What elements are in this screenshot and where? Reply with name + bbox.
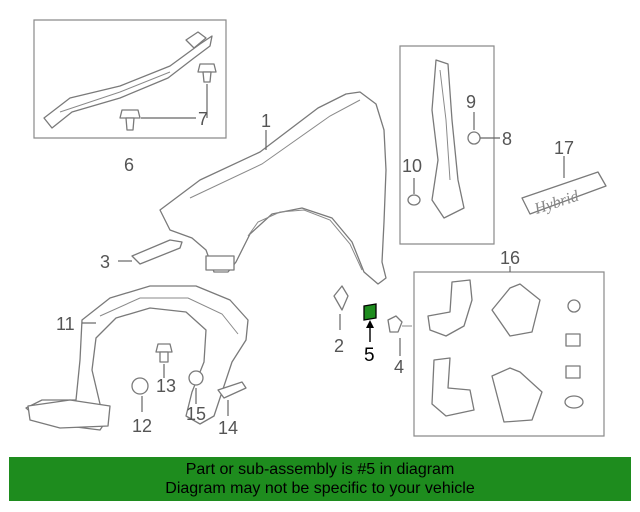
callout-16: 16 bbox=[500, 248, 520, 268]
group-8-box bbox=[399, 45, 500, 245]
callout-14: 14 bbox=[218, 418, 238, 438]
callout-3: 3 bbox=[100, 252, 110, 272]
group-16-box bbox=[413, 266, 605, 437]
callout-10: 10 bbox=[402, 156, 422, 176]
emblem-17: Hybrid bbox=[521, 156, 607, 218]
part-2 bbox=[333, 285, 349, 330]
callout-13: 13 bbox=[156, 376, 176, 396]
inner-fender-11 bbox=[25, 285, 249, 431]
callout-7: 7 bbox=[198, 109, 208, 129]
banner-line-2: Diagram may not be specific to your vehi… bbox=[165, 480, 475, 497]
fastener-15 bbox=[188, 370, 204, 404]
callout-12: 12 bbox=[132, 416, 152, 436]
callout-15: 15 bbox=[186, 404, 206, 424]
fastener-14 bbox=[217, 381, 247, 416]
callout-1: 1 bbox=[261, 111, 271, 131]
group-6-box bbox=[33, 19, 227, 139]
callout-17: 17 bbox=[554, 138, 574, 158]
part-4-bolt bbox=[387, 315, 412, 356]
fastener-13 bbox=[155, 343, 173, 378]
part-5-highlighted bbox=[363, 303, 377, 342]
banner-line-1: Part or sub-assembly is #5 in diagram bbox=[185, 461, 455, 478]
callout-8: 8 bbox=[502, 129, 512, 149]
info-banner: Part or sub-assembly is #5 in diagram Di… bbox=[9, 457, 631, 501]
callout-2: 2 bbox=[334, 336, 344, 356]
fender bbox=[159, 91, 387, 285]
callout-11: 11 bbox=[56, 314, 75, 334]
parts-diagram: 6 7 1 3 9 8 10 Hybrid 17 11 bbox=[25, 19, 607, 438]
callout-9: 9 bbox=[466, 92, 476, 112]
callout-4: 4 bbox=[394, 357, 404, 377]
callout-6: 6 bbox=[124, 155, 134, 175]
callout-5: 5 bbox=[364, 345, 375, 366]
part-3-bracket bbox=[131, 239, 183, 265]
fastener-12 bbox=[131, 377, 149, 412]
